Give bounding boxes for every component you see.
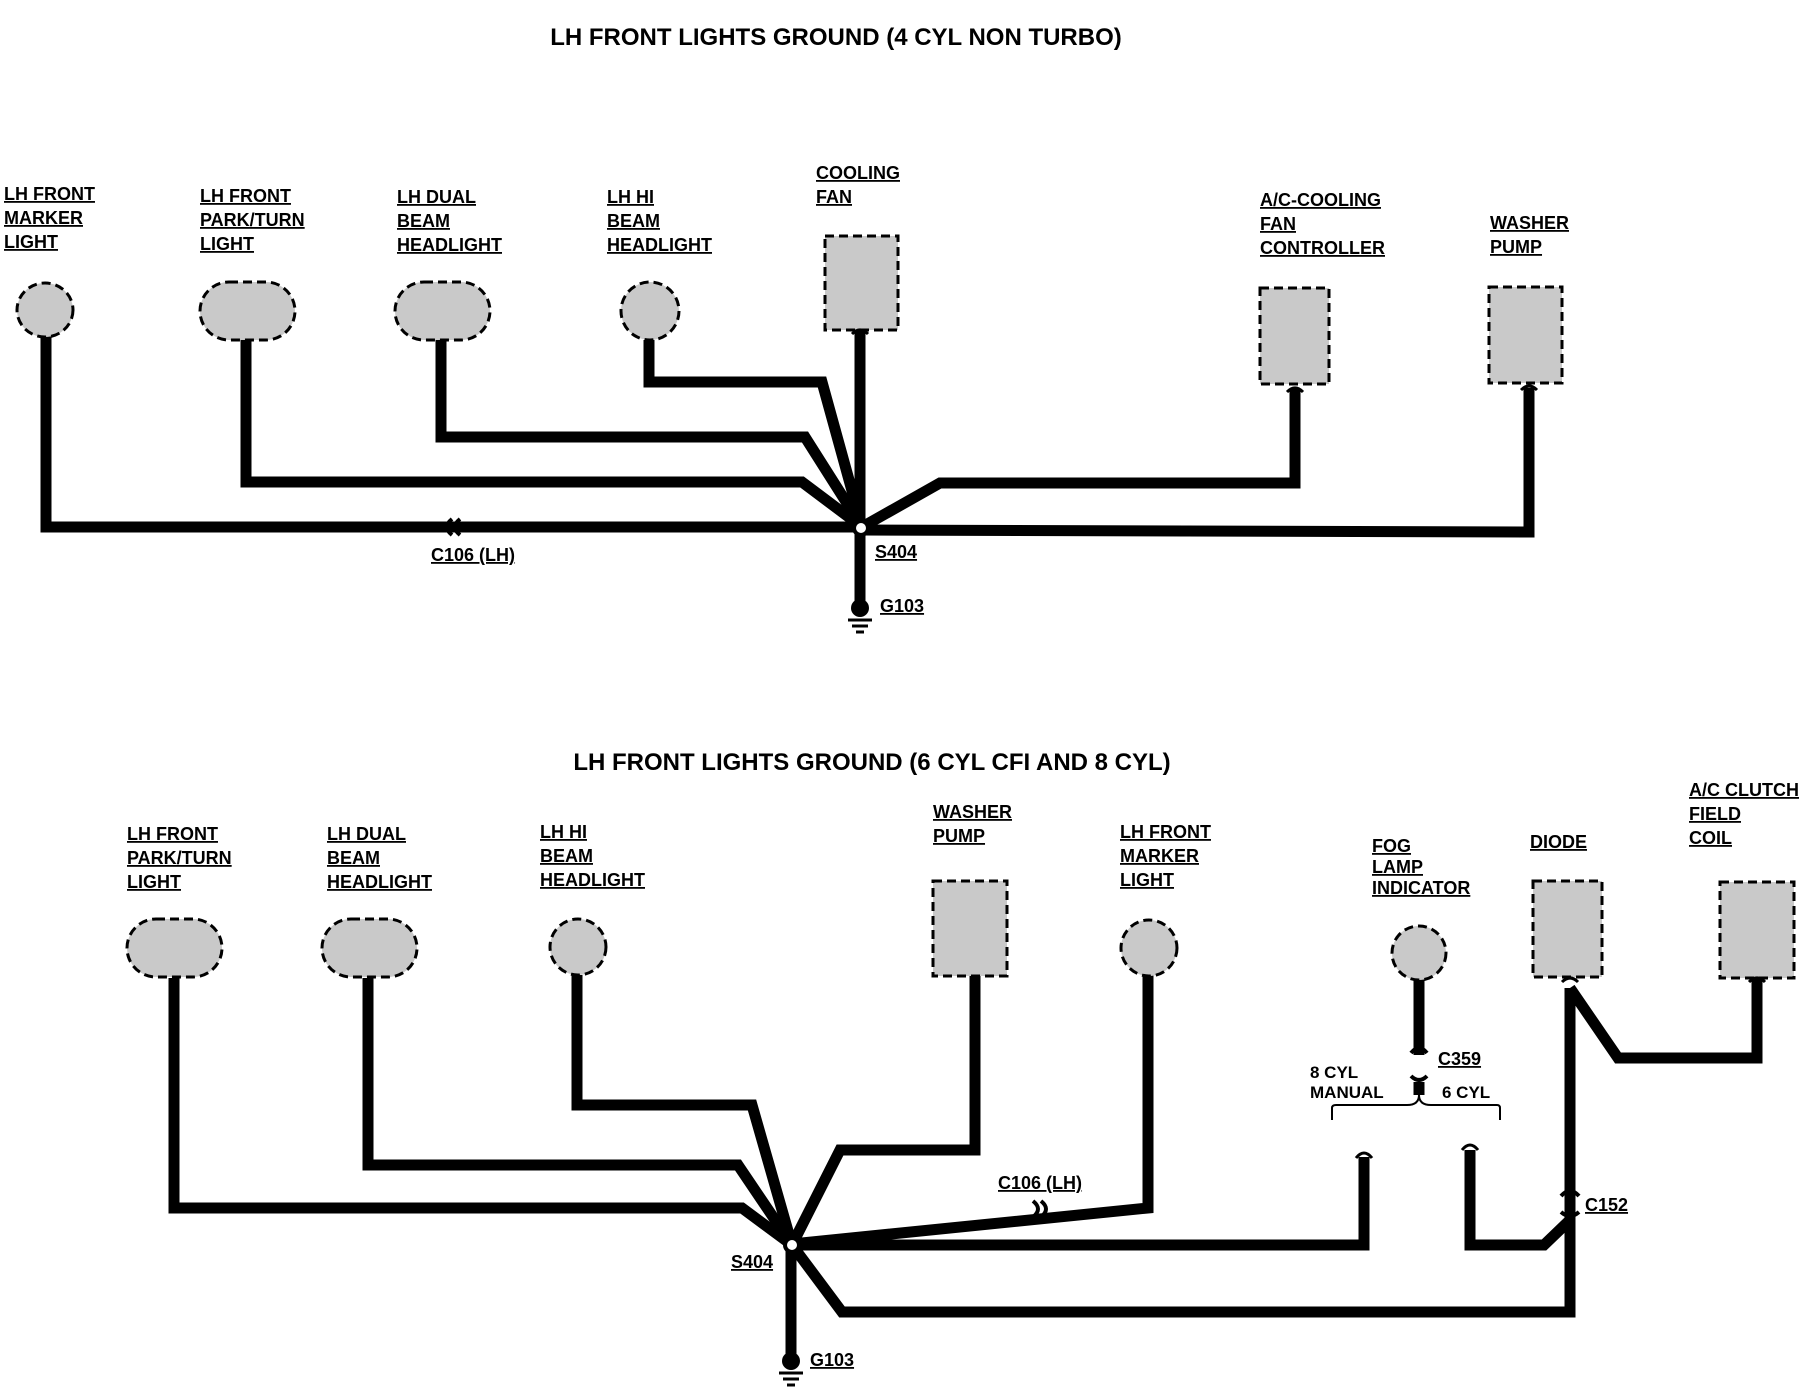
label-line: LH DUAL bbox=[397, 187, 476, 207]
connector-label: C359 bbox=[1438, 1049, 1481, 1069]
label-line: WASHER bbox=[933, 802, 1012, 822]
label-line: DIODE bbox=[1530, 832, 1587, 852]
label-line: LH FRONT bbox=[1120, 822, 1211, 842]
connector-label: C106 (LH) bbox=[431, 545, 515, 565]
label-line: LH DUAL bbox=[327, 824, 406, 844]
component-lh-dual-beam-headlight: LH DUAL BEAM HEADLIGHT bbox=[393, 187, 502, 342]
label-line: HEADLIGHT bbox=[397, 235, 502, 255]
connector-label: C106 (LH) bbox=[998, 1173, 1082, 1193]
label-line: LH FRONT bbox=[200, 186, 291, 206]
connector-c359: C359 8 CYL MANUAL 6 CYL bbox=[1310, 1046, 1501, 1120]
component-lh-hi-beam-headlight: LH HI BEAM HEADLIGHT bbox=[607, 187, 712, 342]
label-line: LIGHT bbox=[1120, 870, 1174, 890]
label-line: CONTROLLER bbox=[1260, 238, 1385, 258]
label-line: LH FRONT bbox=[127, 824, 218, 844]
ground-wires-top bbox=[40, 330, 1535, 608]
ground-wires-bottom bbox=[168, 975, 1763, 1358]
label-line: PUMP bbox=[1490, 237, 1542, 257]
ground-g103-bottom: G103 bbox=[779, 1350, 854, 1387]
component-cooling-fan: COOLING FAN bbox=[816, 163, 900, 332]
label-line: WASHER bbox=[1490, 213, 1569, 233]
label-line: MARKER bbox=[4, 208, 83, 228]
label-line: HEADLIGHT bbox=[607, 235, 712, 255]
component-ac-clutch-field-coil: A/C CLUTCH FIELD COIL bbox=[1689, 780, 1799, 980]
component-fog-lamp-indicator: FOG LAMP INDICATOR bbox=[1372, 836, 1470, 982]
label-line: A/C-COOLING bbox=[1260, 190, 1381, 210]
label-line: HEADLIGHT bbox=[540, 870, 645, 890]
label-line: FAN bbox=[816, 187, 852, 207]
component-lh-hi-beam-headlight-b: LH HI BEAM HEADLIGHT bbox=[540, 822, 645, 977]
label-line: FOG bbox=[1372, 836, 1411, 856]
option-label: 6 CYL bbox=[1442, 1083, 1490, 1102]
ground-label: G103 bbox=[810, 1350, 854, 1370]
component-lh-front-marker-light-b: LH FRONT MARKER LIGHT bbox=[1119, 822, 1211, 978]
component-ac-cooling-fan-controller: A/C-COOLING FAN CONTROLLER bbox=[1258, 190, 1385, 386]
label-line: MARKER bbox=[1120, 846, 1199, 866]
splice-label: S404 bbox=[875, 542, 917, 562]
label-line: A/C CLUTCH bbox=[1689, 780, 1799, 800]
label-line: LH HI bbox=[540, 822, 587, 842]
terminal-hooks-bottom bbox=[1354, 976, 1767, 1159]
option-label: 8 CYL bbox=[1310, 1063, 1358, 1082]
label-line: BEAM bbox=[540, 846, 593, 866]
ground-label: G103 bbox=[880, 596, 924, 616]
label-line: PARK/TURN bbox=[200, 210, 305, 230]
label-line: LIGHT bbox=[4, 232, 58, 252]
ground-g103-top: G103 bbox=[848, 596, 924, 634]
label-line: FIELD bbox=[1689, 804, 1741, 824]
label-line: BEAM bbox=[607, 211, 660, 231]
component-diode: DIODE bbox=[1530, 832, 1604, 979]
splice-label: S404 bbox=[731, 1252, 773, 1272]
label-line: COIL bbox=[1689, 828, 1732, 848]
connector-c152: C152 bbox=[1559, 1189, 1628, 1218]
label-line: LH FRONT bbox=[4, 184, 95, 204]
component-lh-front-park-turn-light: LH FRONT PARK/TURN LIGHT bbox=[198, 186, 305, 342]
splice-s404-top: S404 bbox=[852, 519, 917, 562]
label-line: BEAM bbox=[327, 848, 380, 868]
component-lh-front-marker-light: LH FRONT MARKER LIGHT bbox=[4, 184, 95, 339]
label-line: LIGHT bbox=[200, 234, 254, 254]
label-line: FAN bbox=[1260, 214, 1296, 234]
label-line: PARK/TURN bbox=[127, 848, 232, 868]
label-line: COOLING bbox=[816, 163, 900, 183]
diagram-title-4cyl: LH FRONT LIGHTS GROUND (4 CYL NON TURBO) bbox=[550, 24, 1122, 51]
component-lh-dual-beam-headlight-b: LH DUAL BEAM HEADLIGHT bbox=[320, 824, 432, 979]
label-line: LIGHT bbox=[127, 872, 181, 892]
label-line: HEADLIGHT bbox=[327, 872, 432, 892]
label-line: BEAM bbox=[397, 211, 450, 231]
connector-c106-bottom: C106 (LH) bbox=[998, 1173, 1082, 1219]
component-lh-front-park-turn-light-b: LH FRONT PARK/TURN LIGHT bbox=[125, 824, 232, 979]
connector-label: C152 bbox=[1585, 1195, 1628, 1215]
terminal-hooks-top bbox=[850, 328, 1539, 394]
diagram-4cyl-non-turbo: LH FRONT LIGHTS GROUND (4 CYL NON TURBO)… bbox=[4, 24, 1569, 634]
splice-s404-bottom: S404 bbox=[731, 1236, 801, 1272]
diagram-title-6cyl-8cyl: LH FRONT LIGHTS GROUND (6 CYL CFI AND 8 … bbox=[573, 749, 1170, 776]
option-label: MANUAL bbox=[1310, 1083, 1384, 1102]
label-line: LAMP bbox=[1372, 857, 1423, 877]
component-washer-pump: WASHER PUMP bbox=[1487, 213, 1569, 385]
diagram-6cyl-cfi-8cyl: LH FRONT LIGHTS GROUND (6 CYL CFI AND 8 … bbox=[125, 749, 1799, 1387]
label-line: PUMP bbox=[933, 826, 985, 846]
component-washer-pump-b: WASHER PUMP bbox=[931, 802, 1012, 978]
label-line: LH HI bbox=[607, 187, 654, 207]
connector-c106-top: C106 (LH) bbox=[431, 517, 515, 565]
label-line: INDICATOR bbox=[1372, 878, 1470, 898]
